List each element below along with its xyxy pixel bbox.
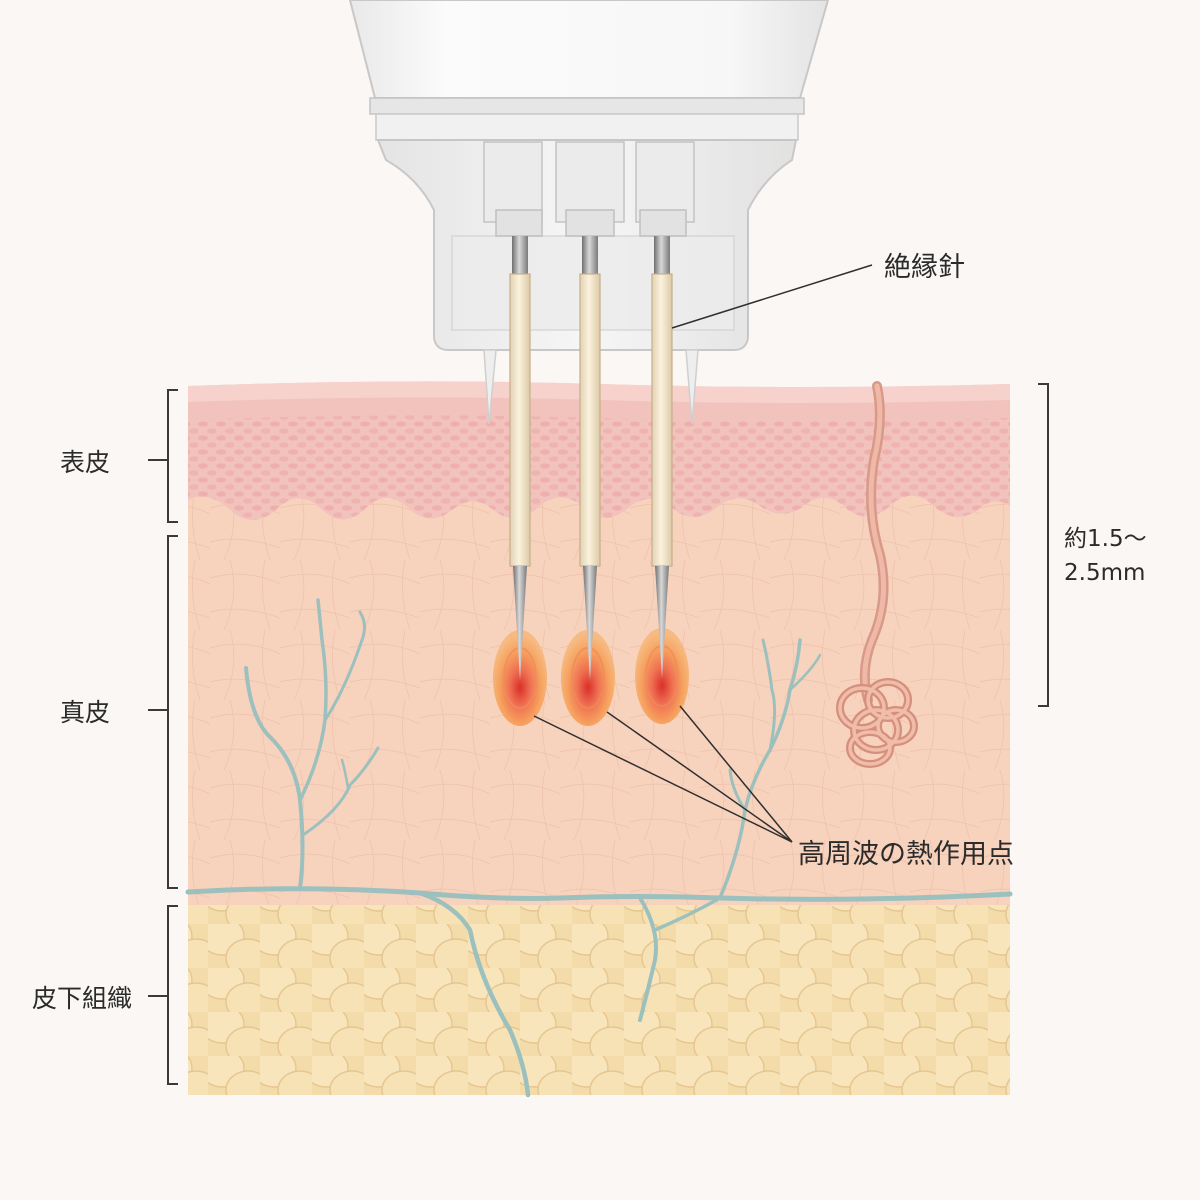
epidermis-label: 表皮: [60, 448, 111, 477]
heat-leader-lines: [533, 705, 793, 843]
depth-bracket: [1038, 383, 1049, 707]
heat-points-label: 高周波の熱作用点: [798, 839, 1014, 870]
dermis-label: 真皮: [60, 698, 111, 727]
depth-label-line1: 約1.5～: [1064, 526, 1147, 552]
layer-brackets: [148, 389, 178, 1085]
needle-label: 絶縁針: [884, 252, 965, 283]
depth-label: 約1.5～ 2.5mm: [1064, 522, 1147, 590]
subcutaneous-layer: [188, 893, 1010, 1095]
depth-label-line2: 2.5mm: [1064, 560, 1146, 586]
needle-leader-line: [671, 264, 873, 329]
insulated-needle-icon: [509, 236, 673, 680]
blood-vessel-icon: [185, 598, 1013, 1098]
subcutaneous-label: 皮下組織: [32, 984, 133, 1013]
